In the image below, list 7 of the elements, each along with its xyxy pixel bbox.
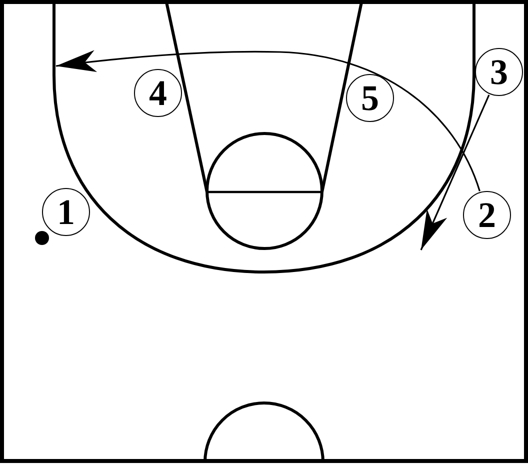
curved-arrow [56,50,480,192]
player-circle: 4 [134,69,182,117]
straight-arrow [420,94,490,250]
player-circle: 2 [463,191,511,239]
player-circle: 1 [42,188,90,236]
player-circle: 3 [475,48,523,96]
player-circle: 5 [346,74,394,122]
